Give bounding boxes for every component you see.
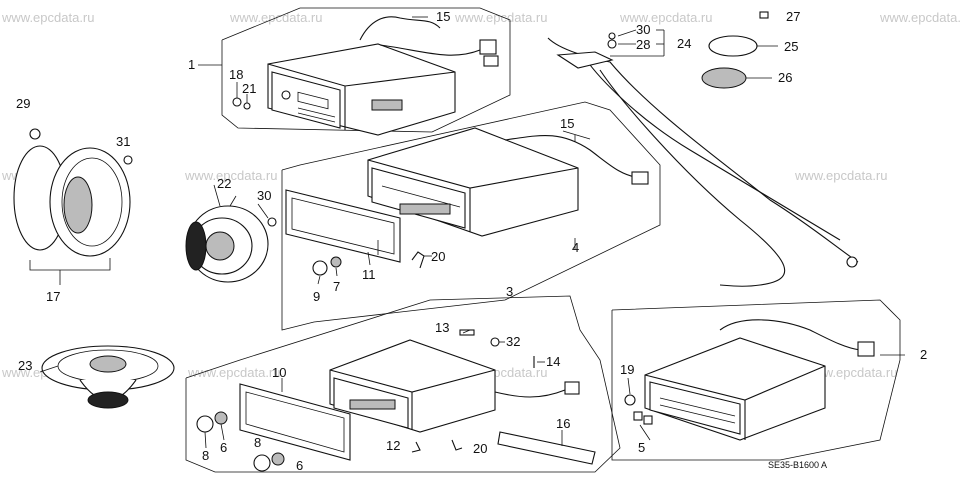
antenna-base [556, 51, 614, 69]
part-label: 26 [778, 70, 792, 85]
knob [312, 260, 328, 276]
part-label: 8 [254, 435, 261, 450]
part-label: 11 [362, 267, 376, 282]
part-label: 25 [784, 39, 798, 54]
part-label: 1 [188, 57, 195, 72]
part-label: 28 [636, 37, 650, 52]
radio-assembly-3 [185, 295, 621, 473]
antenna-assembly [547, 11, 859, 287]
screw-icon [459, 329, 475, 336]
faceplate [239, 383, 351, 461]
screw-icon [243, 102, 251, 110]
screw-icon [759, 11, 769, 19]
part-label: 30 [636, 22, 650, 37]
wire-harness [379, 44, 481, 56]
leader-lines [39, 135, 651, 449]
screw-icon [267, 217, 277, 227]
part-label: 15 [436, 9, 450, 24]
group-boundary [611, 299, 901, 461]
watermark: www.epcdata.ru [454, 10, 548, 25]
part-label: 8 [202, 448, 209, 463]
knob-ring [330, 256, 342, 268]
radio-assembly-4 [267, 101, 661, 331]
part-label: 14 [546, 354, 560, 369]
speaker-22 [185, 205, 269, 283]
part-label: 23 [18, 358, 32, 373]
part-label: 3 [506, 284, 513, 299]
part-label: 4 [572, 240, 579, 255]
watermark: www.epcdata.ru [619, 10, 713, 25]
part-label: 15 [560, 116, 574, 131]
part-label: 27 [786, 9, 800, 24]
watermark: www.epcdata.ru [229, 10, 323, 25]
watermark: www.epcdata.ru [187, 365, 281, 380]
part-label: 16 [556, 416, 570, 431]
radio-assembly-2 [611, 299, 905, 461]
part-label: 18 [229, 67, 243, 82]
part-label: 22 [217, 176, 231, 191]
radio-assembly-1 [198, 7, 511, 136]
antenna-lead [359, 16, 441, 41]
watermark: www.epcdata.ru [879, 10, 960, 25]
knob-ring [271, 452, 285, 466]
part-label: 30 [257, 188, 271, 203]
part-label: 29 [16, 96, 30, 111]
knob [196, 415, 214, 433]
part-label: 6 [220, 440, 227, 455]
speaker-23 [41, 345, 175, 409]
part-label: 6 [296, 458, 303, 473]
part-label: 9 [313, 289, 320, 304]
antenna-gasket [701, 67, 747, 89]
mounting-bracket [497, 431, 596, 465]
part-label: 5 [638, 440, 645, 455]
watermark: www.epcdata.ru [1, 10, 95, 25]
part-label: 12 [386, 438, 400, 453]
screw-icon [123, 155, 133, 165]
nut-icon [490, 337, 500, 347]
diagram-code: SE35-B1600 A [768, 460, 827, 470]
part-label: 10 [272, 365, 286, 380]
part-label: 7 [333, 279, 340, 294]
part-label: 21 [242, 81, 256, 96]
screw-icon [29, 128, 41, 140]
part-label: 31 [116, 134, 130, 149]
screw-icon [232, 97, 242, 107]
knob [624, 394, 636, 406]
part-label: 19 [620, 362, 634, 377]
part-labels: 1 2 3 4 5 6 6 7 8 8 9 10 11 12 13 14 15 … [16, 9, 927, 473]
part-label: 2 [920, 347, 927, 362]
part-label: 20 [431, 249, 445, 264]
faceplate [285, 189, 401, 263]
watermark: www.epcdata.ru [184, 168, 278, 183]
part-label: 32 [506, 334, 520, 349]
watermark: www.epcdata.ru [804, 365, 898, 380]
part-label: 20 [473, 441, 487, 456]
antenna-cap [708, 35, 758, 57]
antenna-mast [547, 37, 859, 263]
knob-ring [214, 411, 228, 425]
group-boundary [221, 7, 511, 133]
group-boundary [281, 101, 661, 331]
group-boundary [185, 295, 621, 473]
part-label: 13 [435, 320, 449, 335]
speaker-assembly-17 [13, 128, 133, 285]
knob [253, 454, 271, 472]
watermark: www.epcdata.ru [794, 168, 888, 183]
part-label: 24 [677, 36, 691, 51]
part-label: 17 [46, 289, 60, 304]
